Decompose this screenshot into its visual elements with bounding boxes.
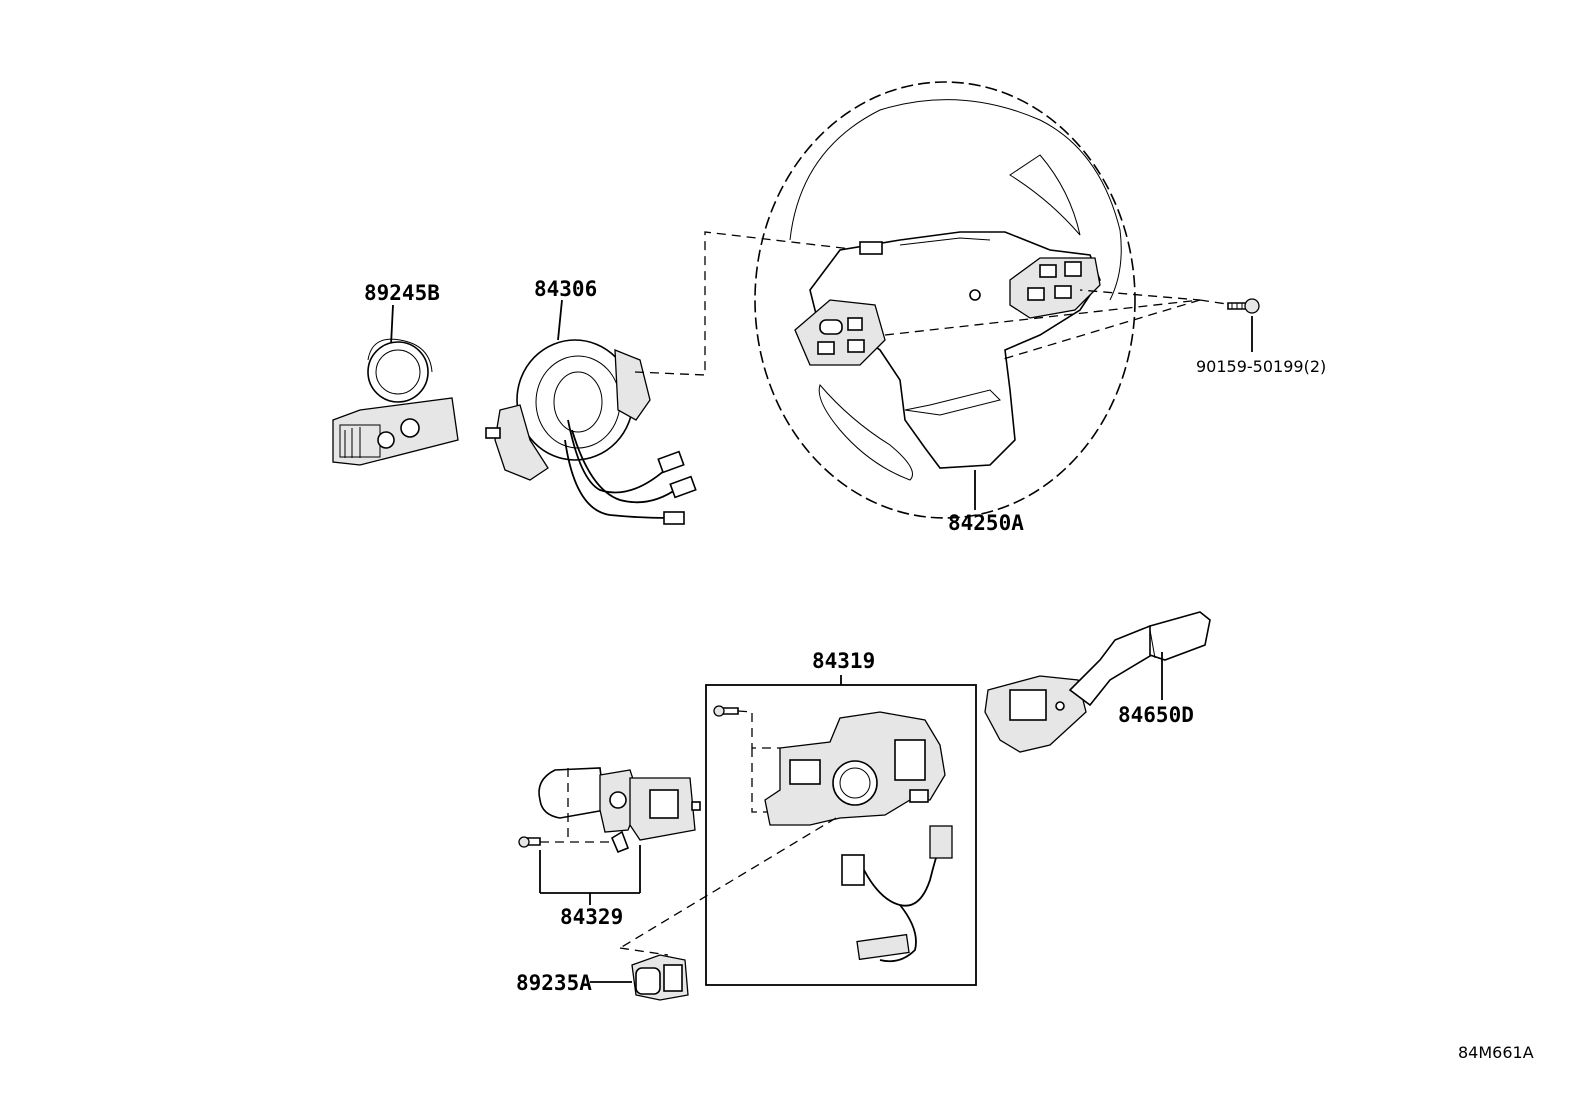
label-89235A: 89235A <box>516 971 592 995</box>
label-89245B: 89245B <box>364 281 440 305</box>
switch-body-box <box>705 684 977 986</box>
label-84650D: 84650D <box>1118 703 1194 727</box>
label-84306: 84306 <box>534 277 597 301</box>
label-84250A: 84250A <box>948 511 1024 535</box>
screw-part <box>1227 298 1260 352</box>
switch-body-leader <box>619 817 837 949</box>
label-90159-50199: 90159-50199(2) <box>1196 357 1326 376</box>
spiral-cable-part <box>485 299 697 525</box>
steering-sensor-part <box>332 304 459 466</box>
wiper-switch-part <box>984 611 1211 753</box>
sub-switch-part <box>590 947 689 1001</box>
label-84329: 84329 <box>560 905 623 929</box>
label-84319: 84319 <box>812 649 875 673</box>
leader-line <box>634 231 861 376</box>
steering-wheel-part <box>754 81 1136 519</box>
switch-body-part <box>713 705 953 963</box>
screw-leader-2 <box>999 299 1201 361</box>
headlamp-switch-part <box>518 767 701 905</box>
drawing-id: 84M661A <box>1458 1043 1534 1062</box>
